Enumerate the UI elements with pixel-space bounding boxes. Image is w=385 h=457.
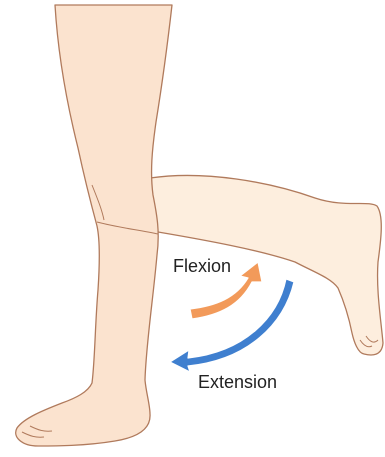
extension-arrow [170,279,294,372]
extension-arrow-body [170,279,294,372]
standing-leg-shape [16,5,172,446]
flexion-label: Flexion [173,256,231,277]
standing-leg [16,5,172,446]
extension-label: Extension [198,372,277,393]
